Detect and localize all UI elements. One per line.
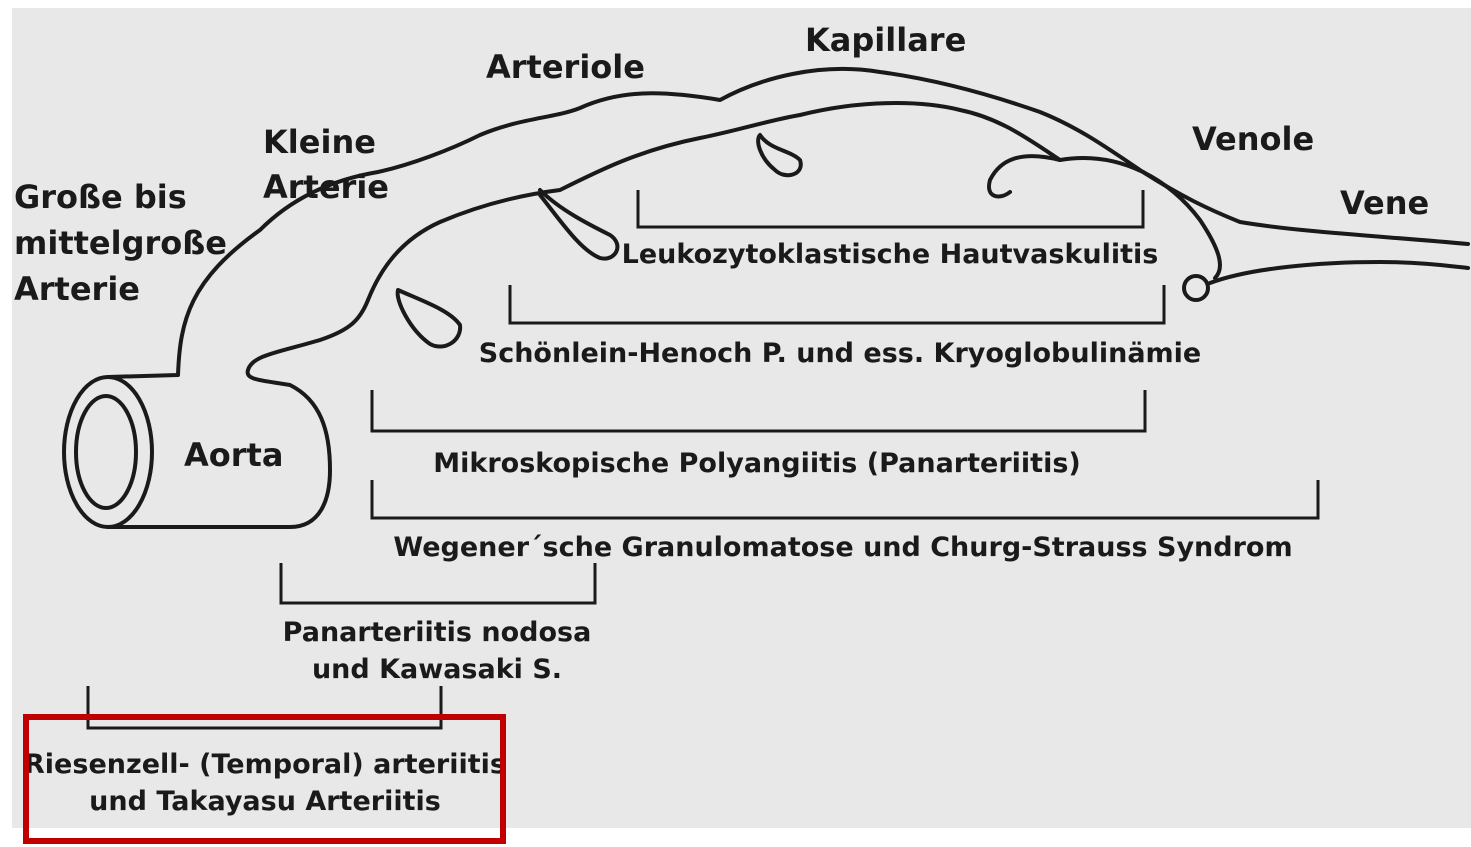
label-wegener: Wegener´sche Granulomatose und Churg-Str… [393,532,1292,563]
label-venule: Venole [1192,120,1314,158]
label-schoenlein: Schönlein-Henoch P. und ess. Kryoglobuli… [479,338,1202,369]
label-giant-cell-line1: Riesenzell- (Temporal) arteriitis [24,749,506,780]
label-capillary: Kapillare [805,21,966,59]
label-vein: Vene [1340,184,1429,222]
label-giant-cell-line2: und Takayasu Arteriitis [89,786,441,817]
label-pan-line1: Panarteriitis nodosa [283,617,592,648]
label-large-artery-line3: Arterie [14,270,140,308]
label-large-artery-line1: Große bis [14,178,187,216]
label-small-artery-line2: Arterie [263,168,389,206]
label-leukocytoclastic: Leukozytoklastische Hautvaskulitis [622,239,1159,270]
label-microscopic: Mikroskopische Polyangiitis (Panarteriit… [433,448,1081,479]
label-arteriole: Arteriole [486,48,645,86]
label-large-artery-line2: mittelgroße [14,224,227,262]
label-small-artery-line1: Kleine [263,123,376,161]
label-aorta: Aorta [184,436,283,474]
label-pan-line2: und Kawasaki S. [312,654,562,685]
